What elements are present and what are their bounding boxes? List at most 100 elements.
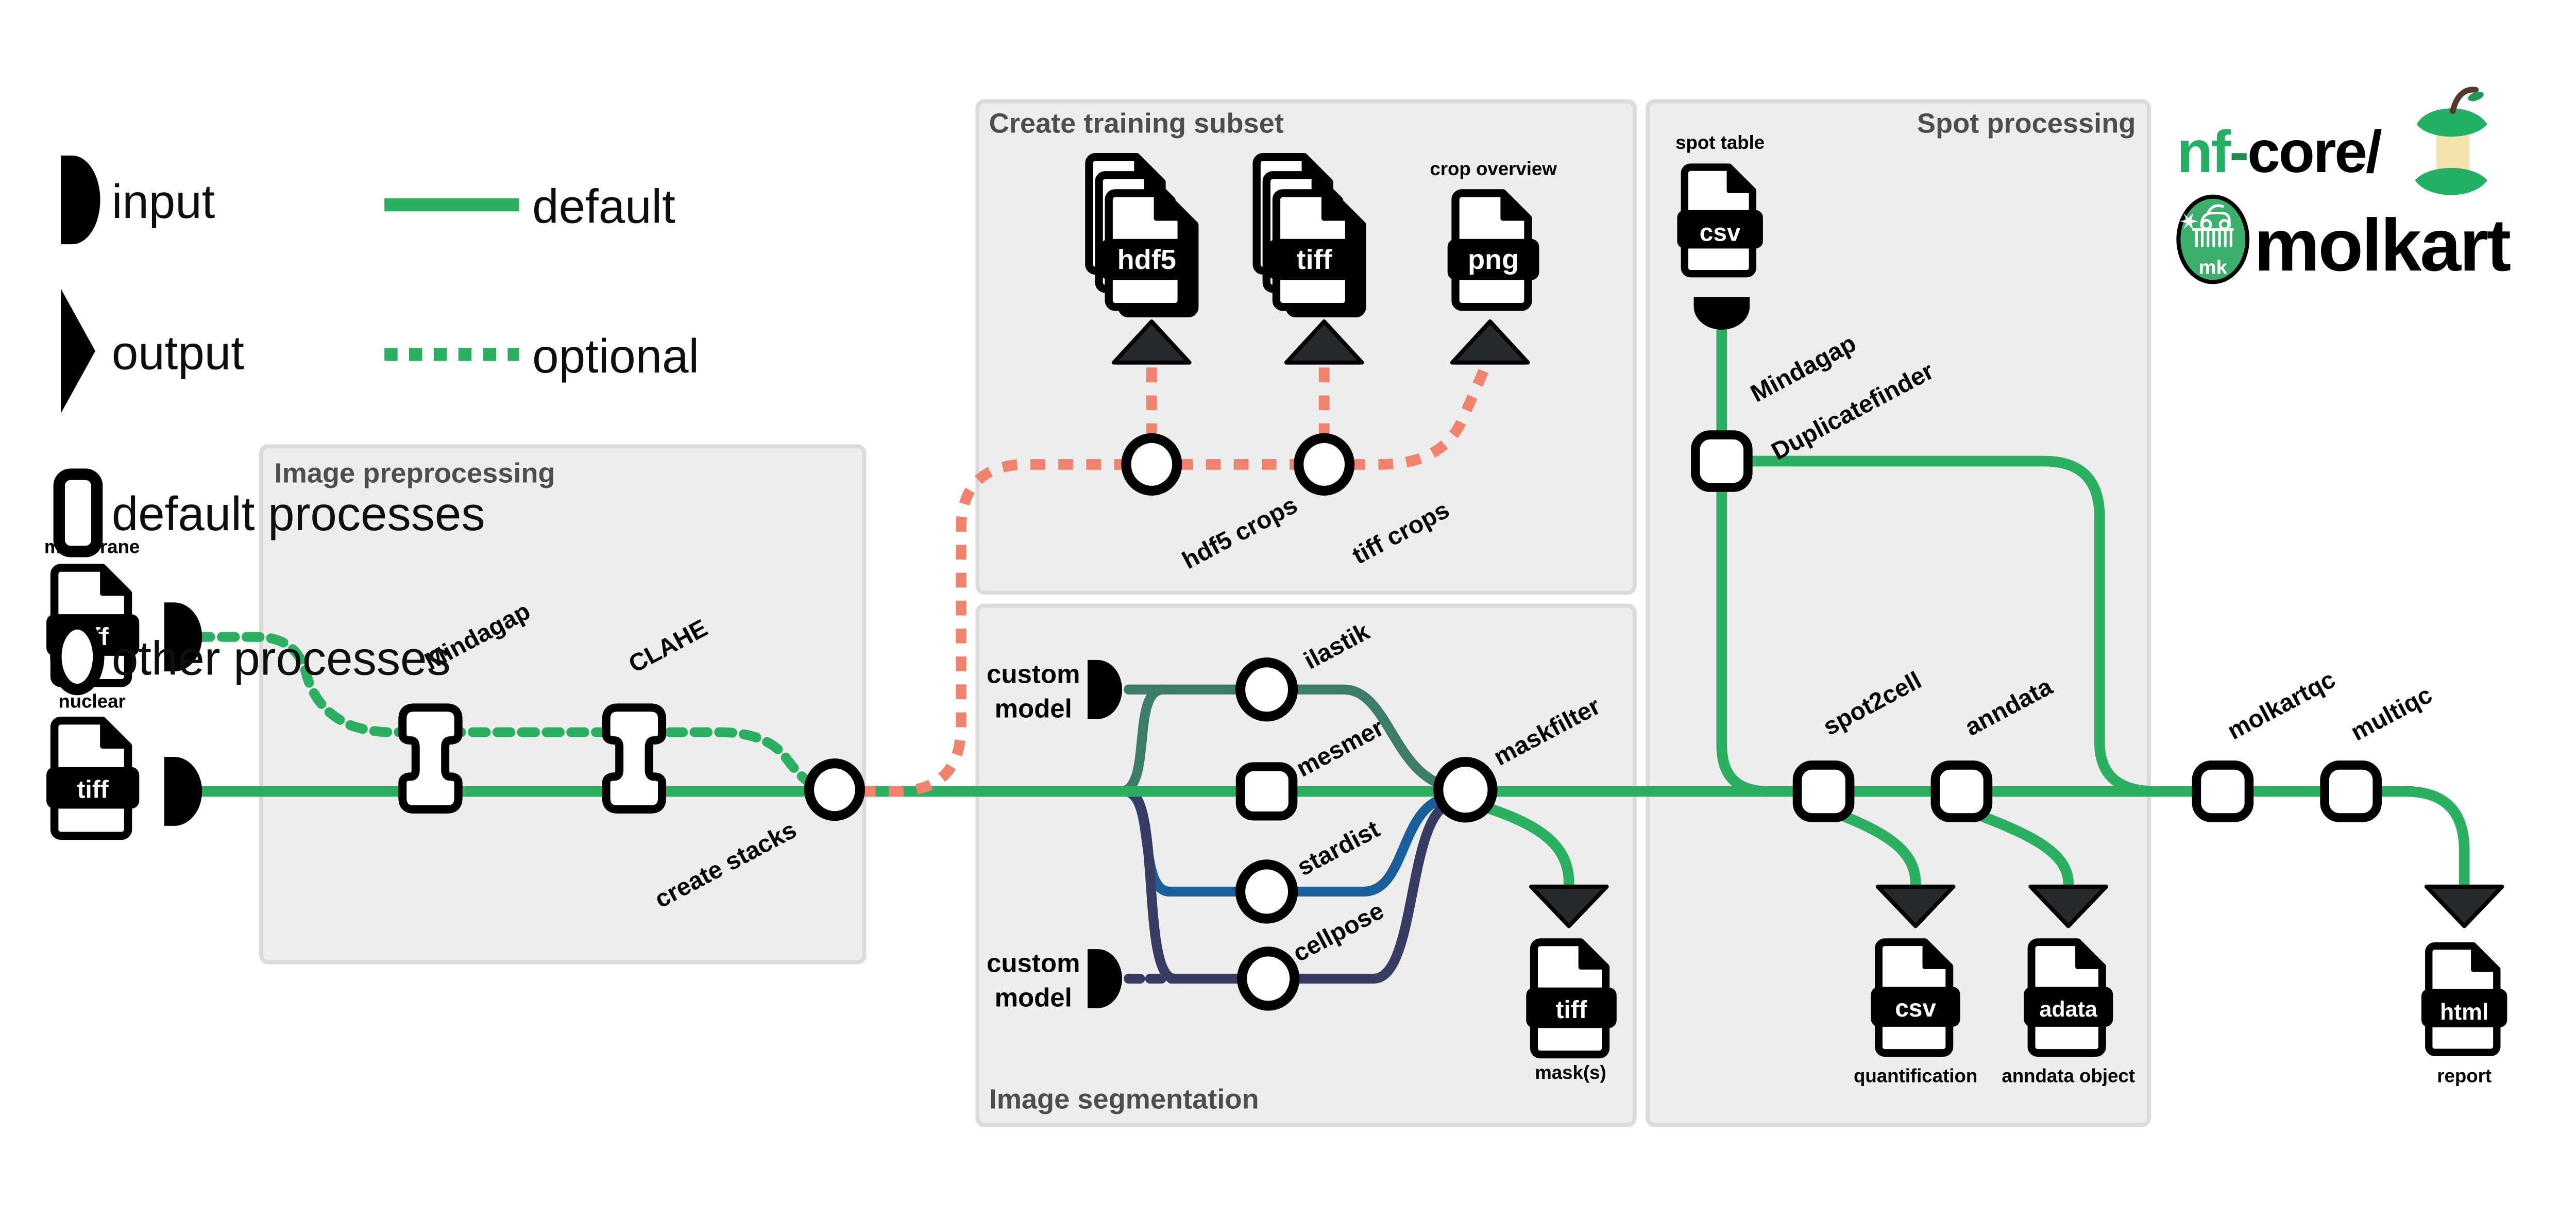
legend-input-label: input [112,175,215,228]
legend-output-icon [60,289,95,414]
edge-main-line [192,786,2470,889]
group-legend: input output default optional default pr… [50,155,699,696]
group-process-nodes [398,430,2382,1011]
file-type-adata: adata [2039,997,2097,1022]
output-arrow-mask [1529,884,1609,928]
node-maskfilter [1433,756,1498,823]
legend-input-icon [60,155,100,245]
edge-tiffcrops-to-png [1350,368,1489,470]
group-boxes: Image preprocessing Create training subs… [259,99,2151,1127]
node-mindagap [398,703,463,814]
file-icon-spot-table: csv [1677,167,1762,274]
edge-ilastik-to-maskfilter [1288,684,1448,790]
edge-create-stacks-to-hdf5crops [860,459,1126,797]
node-ilastik [1235,657,1298,722]
file-type-png: png [1468,244,1519,275]
logo-nfcore-text: nf-core/ [2177,119,2382,185]
logo-badge-mk: mk [2199,256,2228,278]
edge-duplicatefinder-to-molkartqc [1742,455,2161,797]
node-clahe [602,703,667,814]
legend-default-processes-label: default processes [112,487,485,540]
label-multiqc: multiqc [2346,681,2436,747]
box-title-image-preprocessing: Image preprocessing [275,458,555,488]
label-custom-model-bottom-1: custom [987,949,1080,978]
node-stardist [1235,859,1298,924]
node-spot2cell [1792,760,1855,822]
file-icon-tiff-stack: tiff [1257,157,1362,314]
node-hdf5-crops [1121,433,1182,496]
label-anndata-object: anndata object [2002,1065,2135,1086]
apple-core-icon [2415,87,2487,195]
node-create-stacks [804,758,865,821]
output-arrow-report [2424,884,2504,928]
node-cellpose [1237,946,1300,1011]
input-icon-custom-model-bottom [1087,949,1122,1008]
box-title-create-training-subset: Create training subset [989,108,1284,139]
file-type-nuclear: tiff [77,776,109,804]
legend-output-label: output [112,326,244,379]
input-icon-membrane [164,602,202,672]
label-report: report [2437,1065,2492,1086]
box-title-spot-processing: Spot processing [1917,108,2136,139]
output-arrow-anndata-object [2028,884,2108,928]
file-icon-nuclear: tiff [46,721,139,836]
legend-other-process-icon [50,618,105,696]
logo-hyphen: - [2229,119,2247,185]
logo-nf: nf [2177,119,2231,185]
group-edges [1115,684,1458,984]
file-type-hdf5: hdf5 [1117,244,1176,275]
file-icon-quantification: csv [1871,942,1960,1053]
box-title-image-segmentation: Image segmentation [989,1084,1259,1114]
file-icon-anndata-object: adata [2024,942,2113,1053]
group-file-icons: tiff tiff hdf5 tiff png [46,157,2507,1055]
output-arrow-hdf5 [1112,319,1192,365]
legend-default-label: default [532,180,675,233]
node-anndata [1930,760,1993,822]
label-spot-table: spot table [1675,132,1765,153]
label-nuclear: nuclear [58,690,125,712]
legend-default-process-icon [53,468,103,557]
box-spot-processing [1646,99,2151,1127]
group-salmon-edges [860,367,1489,797]
edge-stardist-to-maskfilter [1288,793,1451,897]
group-green-edges [192,324,2470,889]
edge-membrane-optional [192,632,815,788]
input-icon-custom-model-top [1087,659,1122,719]
label-mask: mask(s) [1535,1062,1606,1083]
file-type-mask: tiff [1556,996,1588,1024]
file-type-html: html [2440,1000,2488,1025]
file-icon-hdf5-stack: hdf5 [1089,157,1195,314]
edge-cellpose-to-maskfilter [1290,798,1458,984]
legend-other-processes-label: other processes [112,632,451,685]
file-icon-png: png [1448,193,1539,307]
file-icon-mask: tiff [1526,942,1616,1055]
label-quantification: quantification [1854,1065,1977,1086]
file-type-spot-table: csv [1700,219,1741,247]
node-multiqc [2320,760,2382,822]
group-logo: nf-core/ mk molkart [2176,87,2513,286]
input-icon-nuclear [164,756,202,826]
node-molkartqc [2192,760,2254,822]
legend-optional-label: optional [532,329,699,383]
label-crop-overview: crop overview [1430,158,1557,179]
node-mesmer [1235,762,1298,821]
file-type-tiff: tiff [1296,244,1332,275]
label-custom-model-top-1: custom [987,659,1080,688]
output-arrow-quantification [1875,884,1956,928]
output-arrow-tiff [1284,319,1364,365]
node-tiff-crops [1294,433,1355,496]
edge-duplicatefinder-to-spot2cell [1716,482,1773,797]
mk-badge-icon: mk [2176,194,2250,284]
group-file-labels: membrane nuclear crop overview spot tabl… [44,132,2492,1086]
file-icon-report: html [2421,946,2507,1053]
edge-maskfilter-to-mask [1471,799,1574,889]
file-type-quantification: csv [1895,995,1936,1022]
edge-main-to-cellpose [1122,786,1247,984]
group-io [164,297,2504,1008]
logo-core: core/ [2247,119,2382,185]
label-molkartqc: molkartqc [2223,666,2340,745]
input-icon-spot-table [1693,297,1750,330]
box-image-preprocessing [259,444,867,965]
